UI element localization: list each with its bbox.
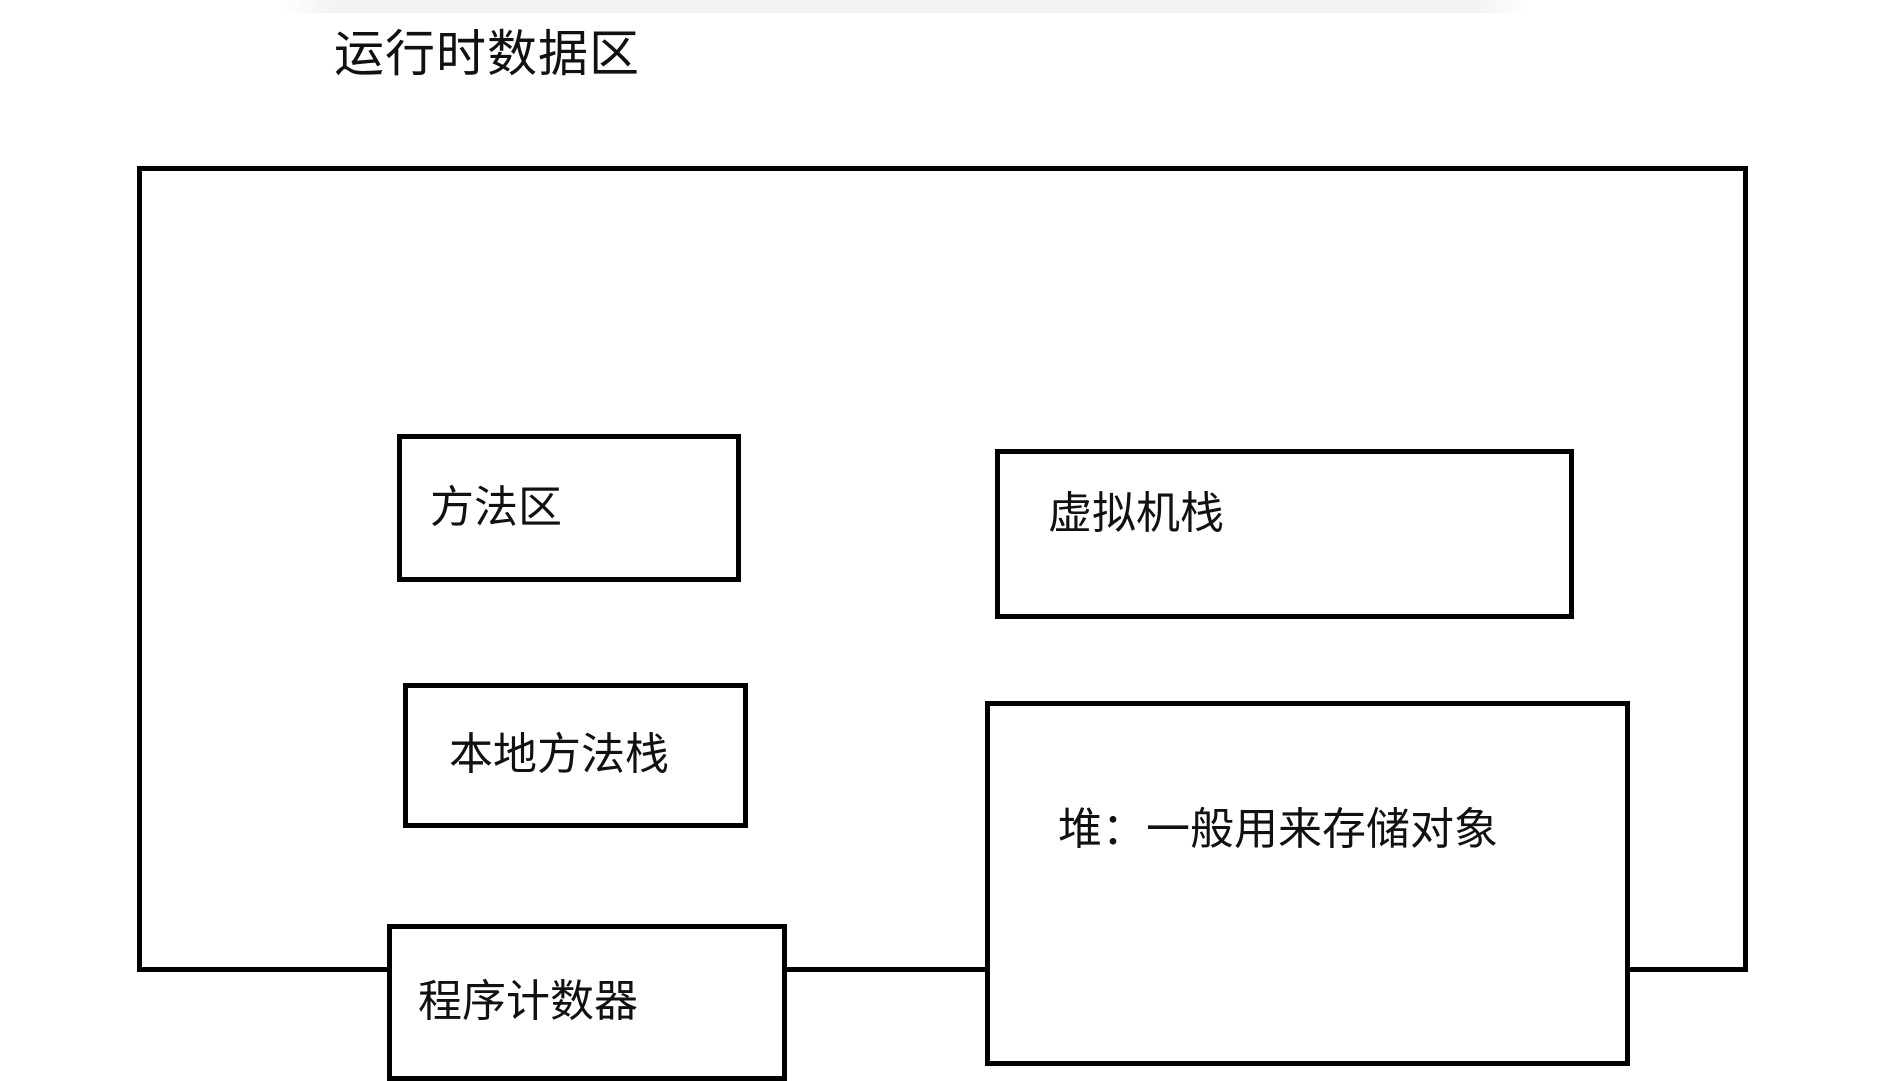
top-banner-strip: [280, 0, 1530, 13]
region-box-method-area[interactable]: 方法区: [397, 434, 741, 582]
runtime-data-area-container: 方法区 本地方法栈 程序计数器 虚拟机栈 堆：一般用来存储对象: [137, 166, 1748, 1081]
region-box-native-method-stack[interactable]: 本地方法栈: [403, 683, 748, 828]
region-label-native-method-stack: 本地方法栈: [449, 730, 669, 780]
region-label-program-counter: 程序计数器: [418, 977, 638, 1027]
region-label-vm-stack: 虚拟机栈: [1048, 489, 1224, 538]
region-box-heap[interactable]: 堆：一般用来存储对象: [985, 701, 1630, 1066]
region-box-program-counter[interactable]: 程序计数器: [387, 924, 787, 1081]
region-label-method-area: 方法区: [430, 482, 562, 532]
page-title: 运行时数据区: [334, 26, 640, 82]
region-label-heap: 堆：一般用来存储对象: [1058, 805, 1498, 854]
region-box-vm-stack[interactable]: 虚拟机栈: [995, 449, 1574, 619]
